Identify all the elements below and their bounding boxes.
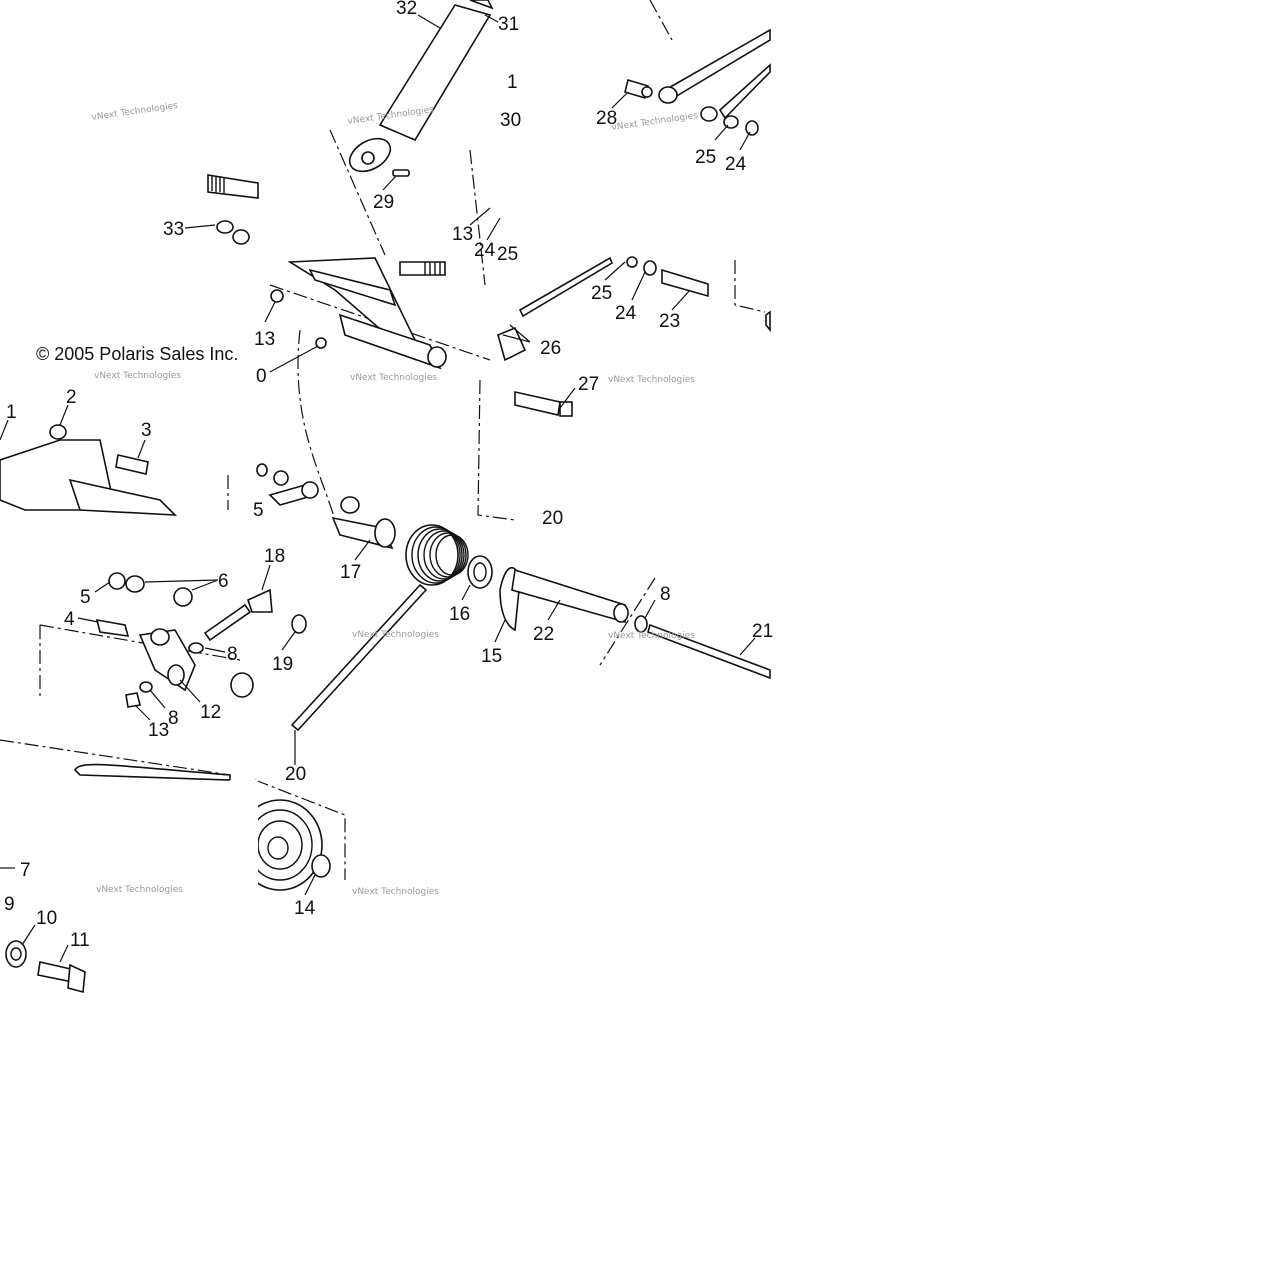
part-label: 1	[6, 402, 17, 423]
copyright-notice: © 2005 Polaris Sales Inc.	[36, 344, 238, 364]
part-label: 15	[481, 646, 502, 667]
bushings-center	[256, 463, 360, 514]
part-label: 11	[70, 930, 90, 951]
assembly-lines	[0, 0, 766, 880]
part-label: 30	[500, 110, 521, 131]
watermark: vNext Technologies	[352, 887, 439, 897]
part-label: 17	[340, 562, 361, 583]
part-label: 3	[141, 420, 152, 441]
part-label: 5	[80, 587, 91, 608]
part-label: 29	[373, 192, 394, 213]
part-label: 24	[615, 303, 637, 324]
watermark: vNext Technologies	[96, 885, 183, 895]
bottom-hardware	[5, 940, 86, 994]
shaft-22	[499, 566, 629, 632]
leader-lines	[0, 14, 756, 963]
part-label: 21	[752, 621, 773, 642]
washer-16	[467, 555, 493, 589]
watermark: vNext Technologies	[608, 631, 695, 641]
part-label: 23	[659, 311, 680, 332]
part-label: 2	[66, 387, 77, 408]
part-label: 13	[452, 224, 473, 245]
part-label: 13	[148, 720, 169, 741]
part-label: 22	[533, 624, 554, 645]
part-label: 14	[294, 898, 316, 919]
part-label: 8	[227, 644, 238, 665]
part-label: 28	[596, 108, 617, 129]
lower-rail	[74, 763, 231, 781]
part-label: 7	[20, 860, 31, 881]
threaded-shaft-left	[207, 174, 259, 245]
part-label: 8	[660, 584, 671, 605]
idler-wheel	[230, 780, 331, 900]
part-label: 6	[218, 571, 229, 592]
part-label: 16	[449, 604, 470, 625]
part-label: 25	[497, 244, 518, 265]
rail-top-right	[624, 28, 771, 136]
part-label: 9	[4, 894, 15, 915]
part-label: 24	[725, 154, 747, 175]
shaft-mid-right	[497, 256, 771, 417]
part-label: 25	[695, 147, 716, 168]
part-label: 25	[591, 283, 612, 304]
part-label: 32	[396, 0, 417, 19]
watermark: vNext Technologies	[352, 630, 439, 640]
part-label: 13	[254, 329, 275, 350]
part-label: 31	[498, 14, 519, 35]
rear-arm-left	[0, 424, 178, 516]
watermark: vNext Technologies	[611, 111, 699, 133]
part-label: 20	[285, 764, 306, 785]
watermark: vNext Technologies	[94, 371, 181, 381]
bushing-17	[331, 516, 396, 550]
watermark: vNext Technologies	[350, 373, 437, 383]
watermark: vNext Technologies	[608, 375, 695, 385]
part-label: 19	[272, 654, 293, 675]
part-label: 5	[253, 500, 264, 521]
part-label: 4	[64, 609, 75, 630]
shock-absorber	[348, 0, 494, 177]
part-label: 0	[256, 366, 267, 387]
part-label: 27	[578, 374, 599, 395]
front-arm	[270, 257, 447, 370]
watermark: vNext Technologies	[91, 101, 179, 123]
bolt-21	[634, 615, 771, 680]
part-label: 1	[507, 72, 518, 93]
part-label: 26	[540, 338, 561, 359]
parts	[0, 0, 771, 994]
part-labels: 32 31 1 30 29 33 13 24 25 28 25 24 25 24…	[4, 0, 773, 951]
part-label: 18	[264, 546, 285, 567]
part-label: 20	[542, 508, 563, 529]
part-label: 33	[163, 219, 184, 240]
part-label: 8	[168, 708, 179, 729]
linkage-lower-left	[95, 572, 307, 708]
part-label: 24	[474, 240, 496, 261]
torsion-spring	[290, 524, 469, 732]
part-label: 12	[200, 702, 221, 723]
part-label: 10	[36, 908, 57, 929]
